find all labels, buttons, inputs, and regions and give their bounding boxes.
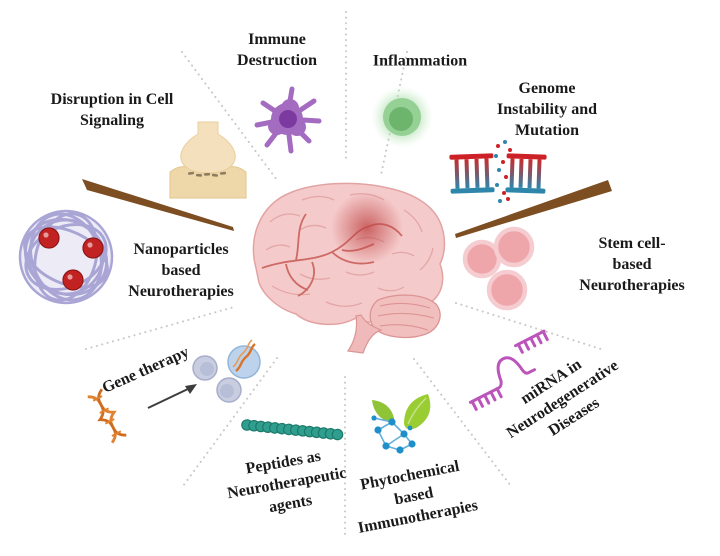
phytochemical-icon — [371, 394, 431, 454]
label-immune-destruction: Immune Destruction — [237, 31, 317, 69]
synapse-icon — [169, 121, 247, 199]
mirna-hairpin-icon — [468, 329, 549, 411]
microglia-icon — [254, 86, 322, 154]
peptide-chain-icon — [241, 419, 344, 441]
dna-fragments — [494, 140, 512, 203]
leaf-large — [404, 394, 431, 430]
brain-lesion — [331, 192, 403, 264]
pointer-wedges — [82, 179, 612, 238]
divider-bottom-left — [182, 357, 278, 487]
divider-left-lower — [85, 306, 235, 350]
label-genome-instability: Genome Instability and Mutation — [496, 79, 598, 139]
label-disruption-cell-signaling: Disruption in Cell Signaling — [50, 91, 174, 129]
label-stem-cell: Stem cell-based Neurotherapies — [579, 234, 685, 294]
damaged-dna-icon — [449, 140, 547, 203]
brain-icon — [252, 182, 446, 354]
transfected-cells-icon — [192, 339, 261, 403]
inflamed-cell-icon — [371, 86, 433, 148]
divider-right — [455, 302, 605, 351]
microglia-nucleus — [279, 110, 297, 128]
nanoparticle-cores — [38, 227, 104, 291]
dna-helix-icon — [87, 388, 127, 444]
label-inflammation: Inflammation — [372, 52, 468, 70]
pointer-wedge-right — [455, 180, 612, 238]
stem-cells-icon — [462, 226, 535, 311]
label-nanoparticles: Nanoparticles based Neurotherapies — [128, 240, 234, 300]
pointer-wedge-left — [82, 179, 234, 231]
synapse-receptors — [188, 171, 227, 177]
cerebellum — [369, 294, 441, 339]
brainstem — [346, 314, 383, 354]
leaf-small — [372, 400, 394, 423]
molecule-network — [371, 415, 416, 454]
sector-dividers — [85, 11, 605, 536]
nanoparticle-icon — [18, 209, 114, 305]
arrow-icon — [147, 384, 197, 409]
gene-therapy-icons — [87, 339, 261, 444]
